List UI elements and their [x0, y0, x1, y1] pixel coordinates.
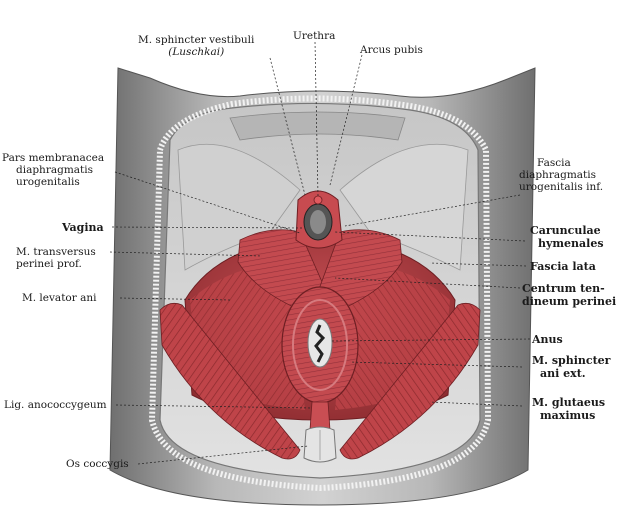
label-vagina: Vagina — [62, 221, 104, 234]
label-fascia-lata: Fascia lata — [530, 260, 596, 273]
label-centrum-tendineum: Centrum ten- dineum perinei — [522, 282, 617, 308]
label-urethra: Urethra — [293, 30, 336, 42]
label-os-coccygis: Os coccygis — [66, 458, 129, 470]
leader-lines — [109, 41, 531, 465]
fascia-lata-left — [177, 143, 301, 271]
label-transversus: M. transversus perinei prof. — [16, 246, 96, 270]
label-glutaeus-maximus: M. glutaeus maximus — [532, 396, 606, 422]
label-sphincter-vestibuli: M. sphincter vestibuli (Luschkai) — [138, 34, 255, 58]
pubic-arch — [229, 111, 406, 141]
label-sphincter-ani: M. sphincter ani ext. — [532, 354, 611, 380]
label-carunculae: Carunculae hymenales — [530, 224, 604, 250]
urethral-orifice — [313, 195, 323, 205]
glutaeus-right — [339, 302, 481, 460]
label-fascia-diaphragmatis: Fascia diaphragmatis urogenitalis inf. — [519, 157, 604, 193]
label-lig-anococcygeum: Lig. anococcygeum — [4, 399, 107, 411]
glutaeus-left — [159, 302, 301, 460]
label-levator-ani: M. levator ani — [22, 292, 97, 304]
label-arcus-pubis: Arcus pubis — [360, 44, 423, 56]
label-pars-membranacea: Pars membranacea diaphragmatis urogenita… — [2, 152, 105, 188]
lig-anococcygeum — [309, 401, 331, 431]
skin-cut-rim — [148, 95, 492, 492]
fascia-lata-right — [339, 143, 469, 271]
label-anus: Anus — [532, 333, 563, 346]
